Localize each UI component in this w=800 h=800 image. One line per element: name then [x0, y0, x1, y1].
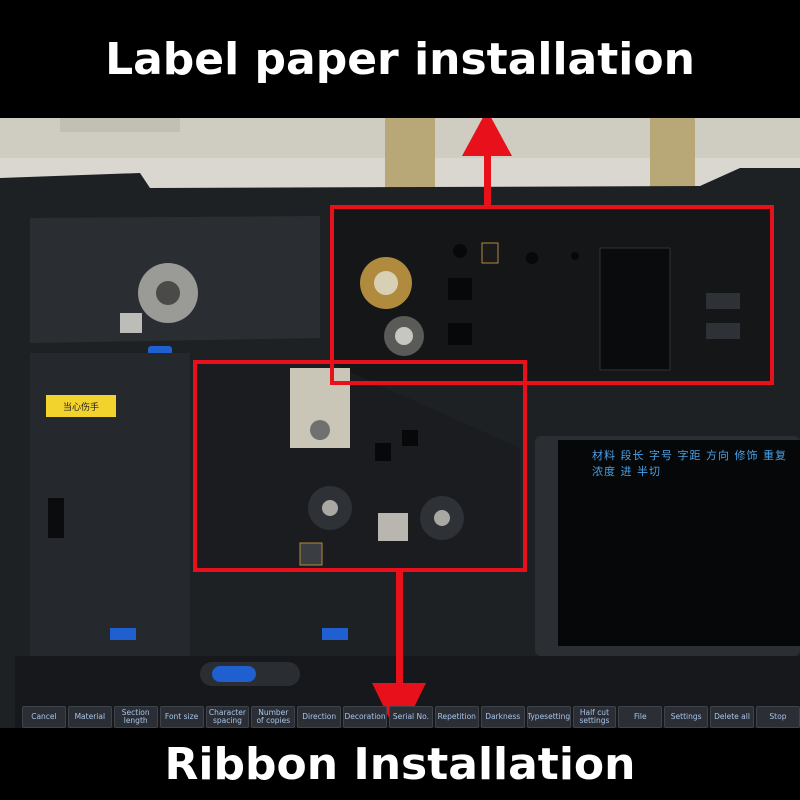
key-darkness[interactable]: Darkness: [480, 706, 525, 728]
key-repetition[interactable]: Repetition: [434, 706, 479, 728]
arrow-down-icon: [372, 570, 426, 728]
slider-2[interactable]: [322, 628, 348, 640]
key-serial-no[interactable]: Serial No.: [389, 706, 433, 728]
screen-menu-row: 材料: [592, 449, 616, 462]
warning-label: 当心伤手: [46, 395, 116, 417]
sensor-b: [448, 323, 472, 345]
cutter-opening: [599, 247, 671, 371]
label-paper-caption: Label paper installation: [105, 33, 695, 85]
paper-guide-left: [385, 118, 435, 188]
ribbon-highlight-box: [193, 360, 527, 572]
paper-guide-right: [650, 118, 695, 188]
key-cancel[interactable]: Cancel: [22, 706, 66, 728]
tray-edge: [60, 118, 180, 132]
guide-mark-2: [706, 323, 740, 339]
function-key-row: Cancel Material Section length Font size…: [22, 706, 800, 728]
key-half-cut-settings[interactable]: Half cut settings: [572, 706, 617, 728]
bottom-caption-banner: Ribbon Installation: [0, 728, 800, 800]
slider-1[interactable]: [110, 628, 136, 640]
label-paper-highlight-box: [330, 205, 774, 385]
top-caption-banner: Label paper installation: [0, 0, 800, 118]
key-character-spacing[interactable]: Character spacing: [205, 706, 250, 728]
printer-illustration: [0, 118, 800, 728]
key-file[interactable]: File: [618, 706, 663, 728]
key-direction[interactable]: Direction: [297, 706, 342, 728]
key-number-of-copies[interactable]: Number of copies: [251, 706, 296, 728]
key-settings[interactable]: Settings: [664, 706, 709, 728]
bracket: [378, 513, 408, 541]
key-font-size[interactable]: Font size: [159, 706, 204, 728]
key-section-length[interactable]: Section length: [113, 706, 158, 728]
arrow-up-icon: [462, 118, 512, 208]
key-material[interactable]: Material: [67, 706, 112, 728]
key-decoration[interactable]: Decoration: [343, 706, 387, 728]
lcd-screen: [558, 440, 800, 646]
printer-photo: 当心伤手 材料 段长 字号 字距 方向 修饰 重复 浓度 进 半切 Cancel…: [0, 118, 800, 728]
guide-mark-1: [706, 293, 740, 309]
key-typesetting[interactable]: Typesetting: [526, 706, 571, 728]
key-stop[interactable]: Stop: [756, 706, 800, 728]
slot: [48, 498, 64, 538]
screen-menu: 材料 段长 字号 字距 方向 修饰 重复 浓度 进 半切: [592, 449, 787, 478]
blue-switch[interactable]: [212, 666, 256, 682]
spool-clip: [120, 313, 142, 333]
ribbon-caption: Ribbon Installation: [164, 738, 636, 790]
key-delete-all[interactable]: Delete all: [710, 706, 754, 728]
sensor-a: [448, 278, 472, 300]
